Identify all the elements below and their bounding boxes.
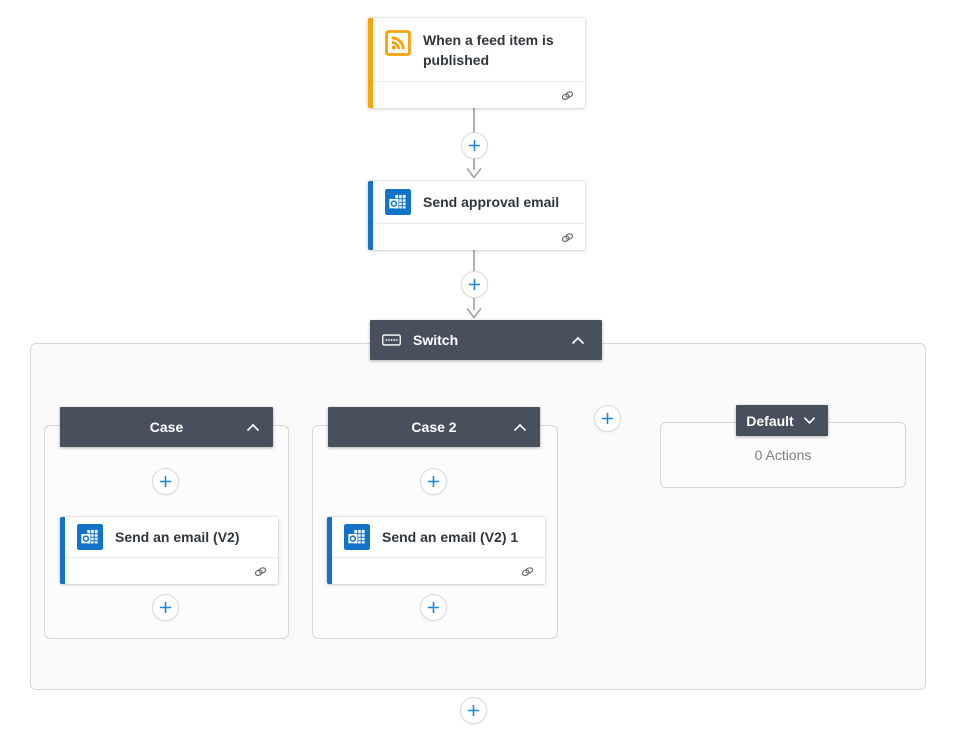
plus-icon [159, 601, 172, 614]
chevron-down-icon [804, 417, 816, 424]
trigger-card[interactable]: When a feed item is published [368, 18, 585, 108]
send-approval-email-card[interactable]: Send approval email [368, 181, 585, 250]
chevron-up-icon [246, 423, 260, 431]
default-expand-button[interactable] [802, 413, 818, 429]
case-2-label: Case 2 [411, 419, 457, 435]
plus-icon [467, 704, 480, 717]
add-case-button[interactable] [594, 405, 621, 432]
switch-icon [382, 334, 401, 346]
send-email-v2-footer [65, 557, 278, 584]
link-icon [561, 232, 574, 242]
plus-icon [468, 278, 481, 291]
outlook-icon [344, 524, 370, 550]
case-1-collapse-button[interactable] [241, 415, 265, 439]
case-1-header[interactable]: Case [60, 407, 273, 447]
send-email-v2-1-main: Send an email (V2) 1 [332, 517, 545, 557]
approval-card-footer [373, 223, 585, 250]
trigger-card-main: When a feed item is published [373, 18, 585, 81]
case-2-header[interactable]: Case 2 [328, 407, 540, 447]
new-step-button[interactable] [460, 697, 487, 724]
link-icon [254, 566, 267, 576]
default-header[interactable]: Default [736, 405, 828, 436]
insert-step-button[interactable] [461, 132, 488, 159]
send-email-v2-title: Send an email (V2) [115, 528, 240, 545]
switch-label: Switch [413, 332, 459, 348]
link-icon [521, 566, 534, 576]
insert-step-button[interactable] [420, 594, 447, 621]
send-email-v2-1-card[interactable]: Send an email (V2) 1 [327, 517, 545, 584]
chevron-up-icon [571, 336, 585, 344]
case-1-label: Case [149, 419, 184, 435]
plus-icon [427, 475, 440, 488]
outlook-icon [385, 189, 411, 215]
plus-icon [427, 601, 440, 614]
trigger-card-footer [373, 81, 585, 108]
send-email-v2-card[interactable]: Send an email (V2) [60, 517, 278, 584]
plus-icon [159, 475, 172, 488]
switch-header[interactable]: Switch [370, 320, 602, 360]
plus-icon [468, 139, 481, 152]
default-label: Default [746, 412, 794, 429]
send-email-v2-1-footer [332, 557, 545, 584]
send-email-v2-main: Send an email (V2) [65, 517, 278, 557]
default-empty-label: 0 Actions [754, 447, 812, 463]
approval-card-main: Send approval email [373, 181, 585, 223]
plus-icon [601, 412, 614, 425]
insert-step-button[interactable] [461, 271, 488, 298]
outlook-icon [77, 524, 103, 550]
insert-step-button[interactable] [420, 468, 447, 495]
insert-step-button[interactable] [152, 468, 179, 495]
switch-collapse-button[interactable] [566, 328, 590, 352]
chevron-up-icon [513, 423, 527, 431]
trigger-title: When a feed item is published [423, 32, 554, 69]
link-icon [561, 90, 574, 100]
send-email-v2-1-title: Send an email (V2) 1 [382, 528, 519, 545]
rss-icon [385, 30, 411, 56]
case-2-collapse-button[interactable] [508, 415, 532, 439]
approval-title: Send approval email [423, 193, 560, 210]
insert-step-button[interactable] [152, 594, 179, 621]
